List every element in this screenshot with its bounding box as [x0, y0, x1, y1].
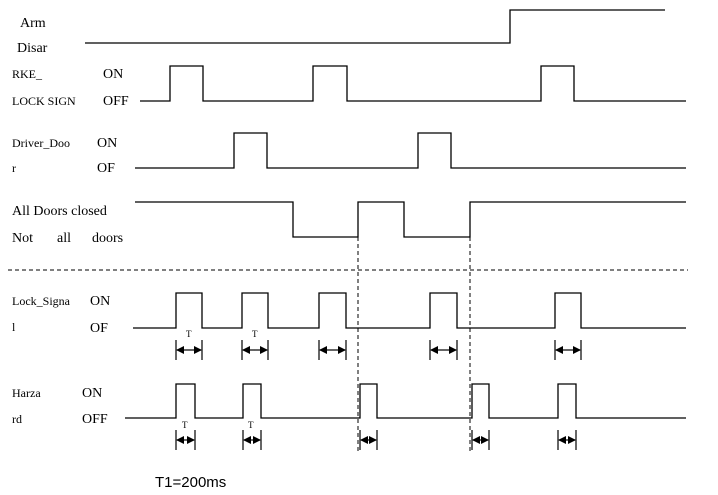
- lock-period-marker-1: T: [175, 329, 203, 360]
- lock-period-marker-3: [318, 340, 347, 360]
- t-mark: T: [248, 420, 254, 430]
- label-rke-line2: LOCK SIGN: [12, 94, 76, 108]
- hazard-period-marker-5: [557, 430, 577, 450]
- hazard-period-marker-4: [471, 430, 490, 450]
- label-driver-off: OF: [97, 161, 115, 176]
- label-disar: Disar: [17, 41, 48, 56]
- label-hazard-on: ON: [82, 386, 102, 401]
- waveform-hazard: [125, 383, 686, 419]
- waveform-driver-door: [135, 132, 686, 169]
- hazard-period-marker-1: T: [175, 420, 196, 450]
- label-driver-line2: r: [12, 161, 16, 175]
- lock-period-marker-2: T: [241, 329, 269, 360]
- label-lock-line2: l: [12, 320, 16, 334]
- label-driver-line1: Driver_Doo: [12, 136, 70, 150]
- lock-period-marker-5: [554, 340, 582, 360]
- waveform-rke-lock-sign: [140, 65, 686, 102]
- waveform-arm-disarm: [85, 9, 665, 44]
- label-doors-line2-not: Not: [12, 231, 33, 246]
- label-arm: Arm: [20, 16, 46, 31]
- label-hazard-off: OFF: [82, 412, 108, 427]
- hazard-period-marker-3: [359, 430, 378, 450]
- label-lock-on: ON: [90, 294, 110, 309]
- label-driver-on: ON: [97, 136, 117, 151]
- label-hazard-line2: rd: [12, 412, 22, 426]
- waveform-lock-signal: [133, 292, 686, 329]
- lock-period-marker-4: [429, 340, 458, 360]
- t-mark: T: [252, 329, 258, 339]
- hazard-period-marker-2: T: [242, 420, 262, 450]
- t-mark: T: [182, 420, 188, 430]
- timing-footnote: T1=200ms: [155, 474, 226, 491]
- label-hazard-line1: Harza: [12, 386, 41, 400]
- t-mark: T: [186, 329, 192, 339]
- waveform-all-doors: [135, 201, 686, 238]
- label-doors-line2-all: all: [57, 231, 71, 246]
- label-rke-off: OFF: [103, 94, 129, 109]
- label-doors-line2-doors: doors: [92, 231, 123, 246]
- label-lock-off: OF: [90, 321, 108, 336]
- label-lock-line1: Lock_Signa: [12, 294, 71, 308]
- label-doors-line1: All Doors closed: [12, 204, 107, 219]
- label-rke-on: ON: [103, 67, 123, 82]
- label-rke-line1: RKE_: [12, 67, 43, 81]
